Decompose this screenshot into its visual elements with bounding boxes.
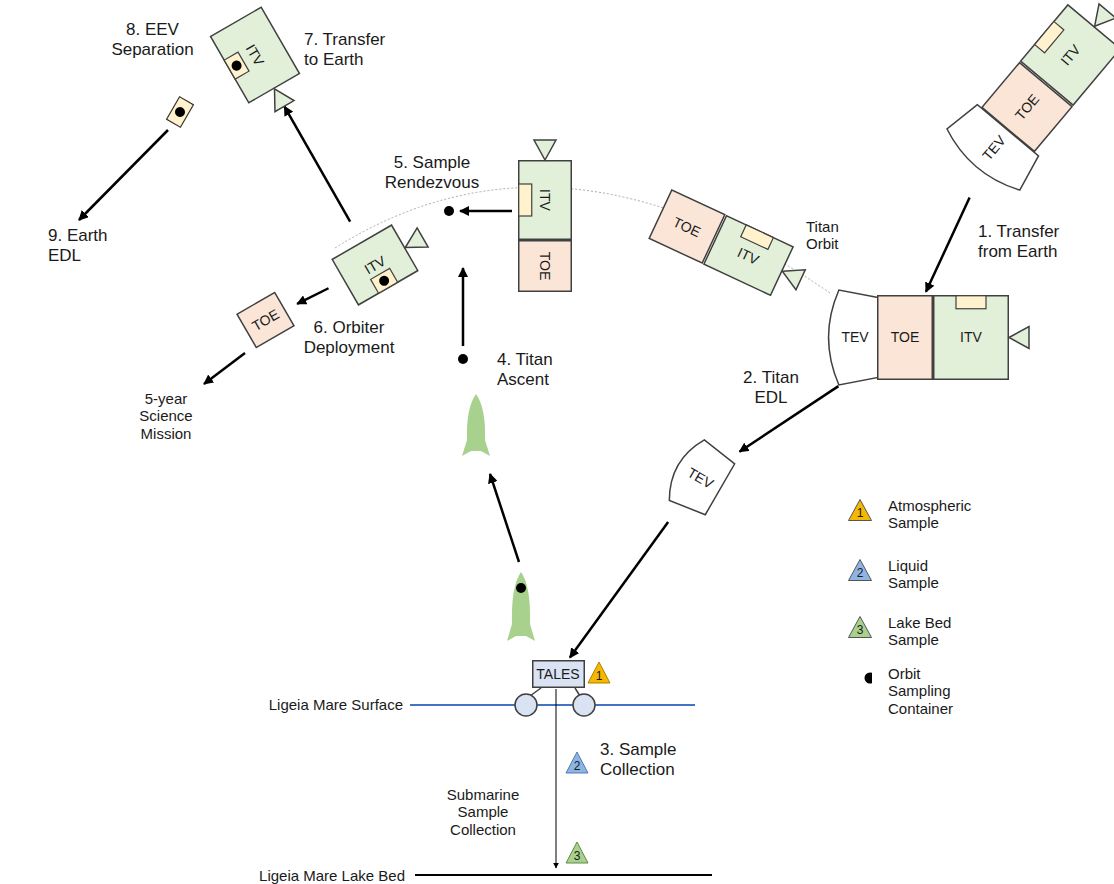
heat-shield bbox=[829, 290, 878, 385]
flow-arrow bbox=[79, 130, 168, 220]
module-body bbox=[934, 295, 1009, 379]
module-body bbox=[519, 161, 572, 240]
sample-bay bbox=[224, 52, 249, 79]
module-label: TALES bbox=[536, 666, 579, 682]
callout-number: 1 bbox=[588, 670, 610, 682]
surface-label: Ligeia Mare Lake Bed bbox=[200, 867, 405, 884]
legend-triangle bbox=[849, 617, 872, 638]
heat-shield bbox=[660, 435, 737, 520]
callout-number: 1 bbox=[848, 507, 872, 519]
flow-arrow bbox=[460, 210, 512, 213]
sample-container bbox=[458, 354, 468, 364]
legend-symbol bbox=[848, 667, 872, 689]
legend-swatch bbox=[848, 667, 872, 689]
module-body bbox=[211, 7, 300, 103]
lake-surface bbox=[410, 704, 695, 706]
float bbox=[515, 694, 537, 716]
sample-container bbox=[516, 583, 526, 593]
step-label: 7. Transfer to Earth bbox=[304, 30, 404, 69]
itv-module: ITV bbox=[331, 224, 419, 306]
surface-label: Ligeia Mare Surface bbox=[200, 696, 403, 713]
itv-module: ITV bbox=[933, 295, 1009, 380]
step-label: 1. Transfer from Earth bbox=[978, 222, 1088, 261]
tales-module: TALES bbox=[532, 660, 585, 688]
sample-container bbox=[444, 206, 454, 216]
legend-triangle bbox=[849, 560, 872, 581]
module-body bbox=[237, 292, 294, 347]
flow-arrow bbox=[284, 106, 350, 221]
engine-nozzle bbox=[1009, 326, 1029, 348]
module-label: ITV bbox=[537, 189, 553, 211]
legend-text: Atmospheric Sample bbox=[888, 497, 980, 532]
legend-text: Liquid Sample bbox=[888, 557, 960, 592]
module-body bbox=[332, 225, 418, 305]
module-label: TEV bbox=[841, 329, 868, 345]
legend-triangle bbox=[849, 500, 872, 521]
flow-arrow bbox=[204, 353, 245, 384]
module-label: TOE bbox=[537, 252, 553, 281]
sample-container bbox=[230, 59, 244, 73]
step-label: 3. Sample Collection bbox=[600, 740, 700, 779]
callout-number: 2 bbox=[566, 760, 588, 772]
sample-container bbox=[377, 274, 391, 288]
legend-dot bbox=[865, 673, 873, 684]
toe-module: TOE bbox=[518, 240, 572, 292]
callout-number: 3 bbox=[566, 850, 588, 862]
module-body bbox=[532, 661, 584, 688]
step-label: 4. Titan Ascent bbox=[497, 350, 575, 389]
ascent-rocket bbox=[462, 394, 490, 456]
sample-marker bbox=[566, 842, 588, 863]
step-label: 2. Titan EDL bbox=[735, 368, 807, 407]
orbit-label: Titan Orbit bbox=[806, 218, 866, 253]
flow-arrow bbox=[739, 386, 838, 452]
step-label: 6. Orbiter Deployment bbox=[296, 318, 402, 357]
flow-arrow bbox=[570, 522, 668, 658]
flow-arrow bbox=[297, 288, 328, 304]
module-body bbox=[703, 215, 792, 295]
module-label: TOE bbox=[891, 329, 920, 345]
legend-text: Lake Bed Sample bbox=[888, 614, 968, 649]
engine-nozzle bbox=[1086, 4, 1114, 33]
step-label: 8. EEV Separation bbox=[105, 20, 200, 59]
toe-module: TOE bbox=[877, 295, 933, 380]
flow-arrow bbox=[490, 474, 519, 562]
sample-bay bbox=[956, 295, 986, 308]
ascent-rocket bbox=[507, 572, 535, 641]
note-label: 5-year Science Mission bbox=[130, 390, 202, 442]
legend-text: Orbit Sampling Container bbox=[888, 665, 968, 717]
step-label: 5. Sample Rendezvous bbox=[382, 153, 482, 192]
tev-module: TEV bbox=[832, 290, 878, 385]
float bbox=[573, 694, 595, 716]
engine-nozzle bbox=[777, 261, 804, 289]
module-label: ITV bbox=[960, 329, 982, 345]
heat-shield bbox=[940, 99, 1044, 197]
sample-marker bbox=[588, 662, 610, 683]
sample-bay bbox=[1034, 21, 1063, 52]
engine-nozzle bbox=[534, 140, 556, 160]
engine-nozzle bbox=[400, 228, 428, 257]
submarine-line bbox=[556, 689, 557, 868]
step-label: 9. Earth EDL bbox=[48, 226, 122, 265]
itv-module: ITV bbox=[518, 160, 572, 240]
flow-arrow bbox=[462, 268, 465, 346]
module-body bbox=[878, 295, 933, 379]
itv-module: ITV bbox=[210, 6, 301, 104]
callout-number: 2 bbox=[848, 567, 872, 579]
eev-capsule bbox=[167, 97, 194, 128]
module-body bbox=[519, 241, 572, 292]
engine-nozzle bbox=[265, 83, 294, 111]
note-label: Submarine Sample Collection bbox=[440, 786, 526, 838]
lake-bed bbox=[415, 874, 712, 876]
tev-module: TEV bbox=[663, 436, 737, 519]
callout-number: 3 bbox=[848, 624, 872, 636]
flow-arrow bbox=[926, 197, 970, 291]
sample-bay bbox=[519, 184, 532, 216]
toe-module: TOE bbox=[236, 291, 295, 348]
sample-marker bbox=[566, 752, 588, 773]
